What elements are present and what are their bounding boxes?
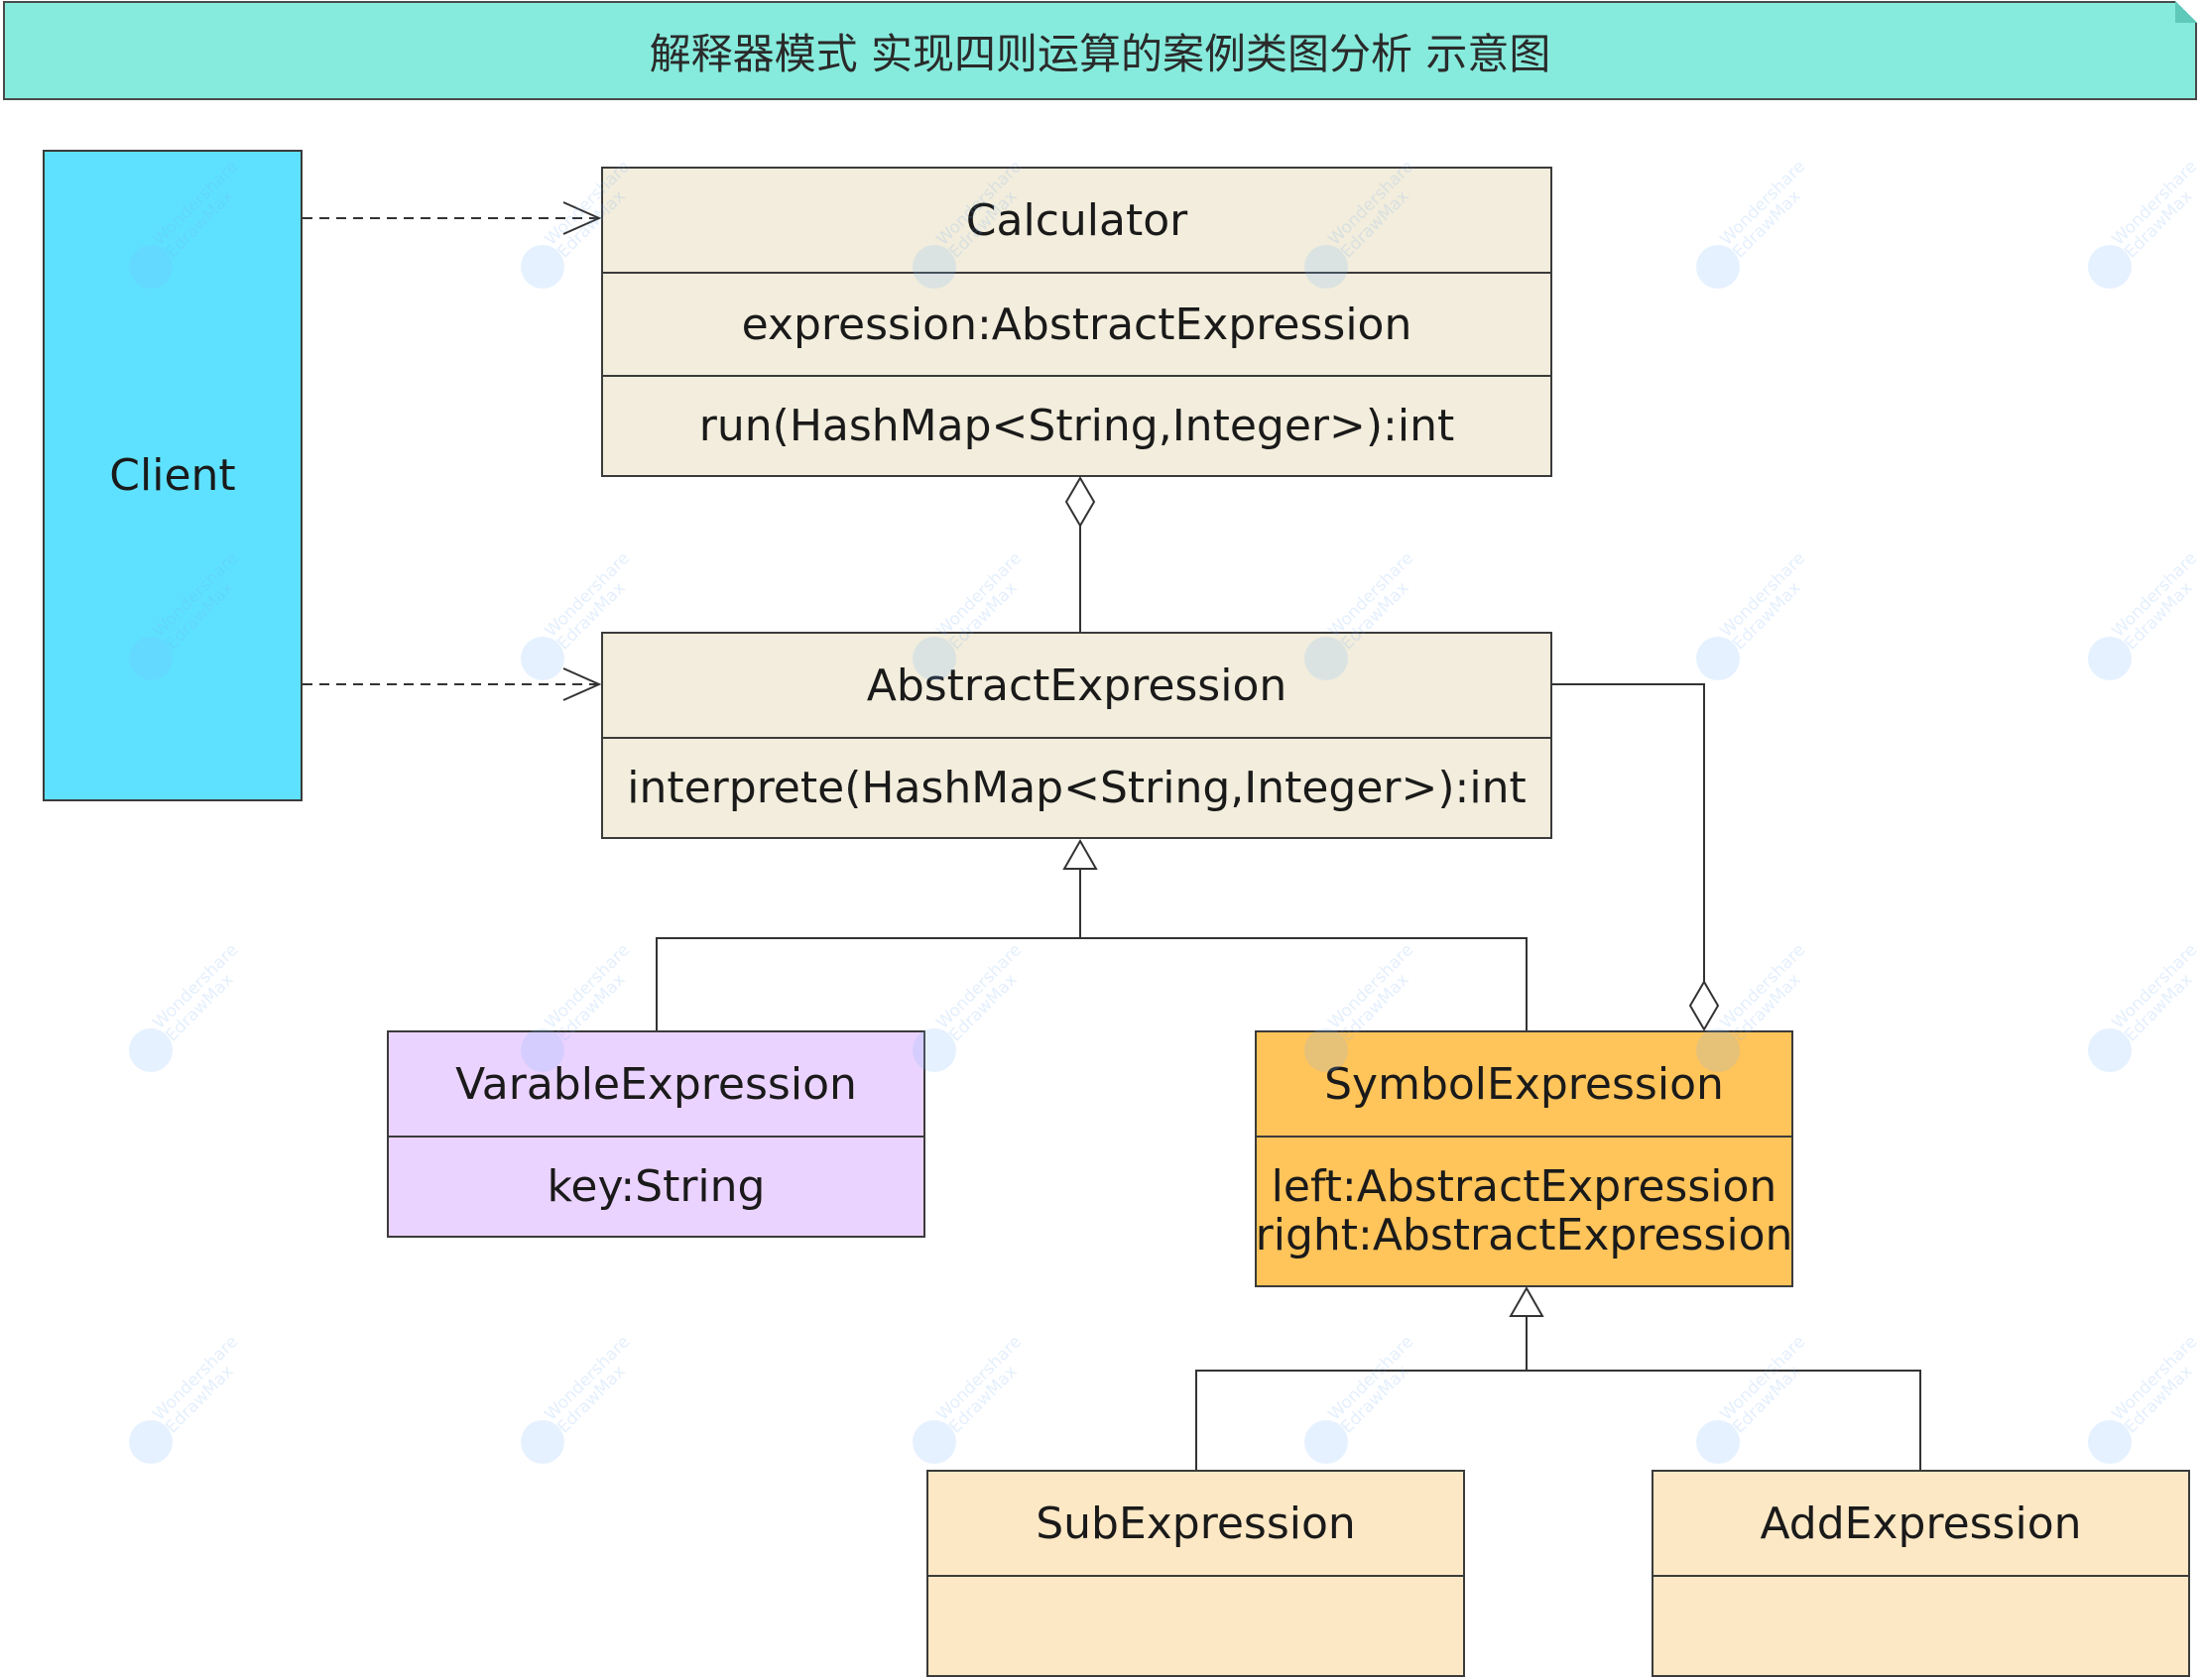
symbol-expression-attributes-compartment: left:AbstractExpression right:AbstractEx… bbox=[1255, 1136, 1793, 1285]
calculator-attribute: expression:AbstractExpression bbox=[741, 299, 1412, 350]
abstract-expression-name-compartment: AbstractExpression bbox=[603, 634, 1550, 737]
add-expression-name-compartment: AddExpression bbox=[1653, 1472, 2188, 1575]
aggregation-diamond-icon bbox=[1688, 980, 1720, 1031]
diagram-title: 解释器模式 实现四则运算的案例类图分析 示意图 bbox=[649, 29, 1551, 78]
abstract-expression-method: interprete(HashMap<String,Integer>):int bbox=[627, 763, 1527, 813]
class-client[interactable]: Client bbox=[43, 150, 303, 801]
symbol-expression-name-compartment: SymbolExpression bbox=[1257, 1032, 1791, 1136]
calculator-name-compartment: Calculator bbox=[603, 169, 1550, 272]
generalization-to-abstract-expression[interactable] bbox=[656, 838, 1528, 1030]
inheritance-triangle-icon bbox=[1062, 838, 1098, 870]
open-arrow-icon bbox=[562, 201, 602, 235]
abstract-expression-methods-compartment: interprete(HashMap<String,Integer>):int bbox=[603, 737, 1550, 837]
class-add-expression[interactable]: AddExpression bbox=[1652, 1470, 2190, 1677]
dependency-client-abstract-expression[interactable] bbox=[303, 667, 602, 701]
calculator-method: run(HashMap<String,Integer>):int bbox=[698, 401, 1455, 451]
banner-folded-corner bbox=[2175, 1, 2197, 23]
symbol-expression-attribute-right: right:AbstractExpression bbox=[1255, 1209, 1793, 1260]
inheritance-triangle-icon bbox=[1509, 1285, 1544, 1317]
sub-expression-name: SubExpression bbox=[1036, 1498, 1356, 1549]
class-calculator[interactable]: Calculator expression:AbstractExpression… bbox=[601, 167, 1552, 477]
class-abstract-expression[interactable]: AbstractExpression interprete(HashMap<St… bbox=[601, 632, 1552, 839]
generalization-to-symbol-expression[interactable] bbox=[1195, 1285, 1921, 1470]
class-symbol-expression[interactable]: SymbolExpression left:AbstractExpression… bbox=[1255, 1030, 1793, 1287]
symbol-expression-attribute-left: left:AbstractExpression bbox=[1271, 1161, 1777, 1213]
abstract-expression-name: AbstractExpression bbox=[866, 660, 1287, 711]
title-banner: 解释器模式 实现四则运算的案例类图分析 示意图 bbox=[3, 1, 2197, 100]
sub-expression-empty-compartment bbox=[928, 1575, 1463, 1675]
aggregation-calculator-abstract-expression[interactable] bbox=[1064, 476, 1096, 632]
add-expression-empty-compartment bbox=[1653, 1575, 2188, 1675]
class-varable-expression[interactable]: VarableExpression key:String bbox=[387, 1030, 925, 1238]
client-name: Client bbox=[109, 450, 236, 501]
calculator-methods-compartment: run(HashMap<String,Integer>):int bbox=[603, 375, 1550, 475]
varable-expression-name: VarableExpression bbox=[455, 1058, 857, 1110]
varable-expression-attribute: key:String bbox=[547, 1161, 766, 1212]
calculator-name: Calculator bbox=[965, 194, 1188, 246]
aggregation-symbol-expression-abstract-expression[interactable] bbox=[1552, 683, 1720, 1031]
varable-expression-attributes-compartment: key:String bbox=[389, 1136, 923, 1236]
class-sub-expression[interactable]: SubExpression bbox=[926, 1470, 1465, 1677]
sub-expression-name-compartment: SubExpression bbox=[928, 1472, 1463, 1575]
open-arrow-icon bbox=[562, 667, 602, 701]
symbol-expression-name: SymbolExpression bbox=[1324, 1058, 1724, 1110]
add-expression-name: AddExpression bbox=[1760, 1498, 2082, 1549]
dependency-client-calculator[interactable] bbox=[303, 201, 602, 235]
varable-expression-name-compartment: VarableExpression bbox=[389, 1032, 923, 1136]
calculator-attributes-compartment: expression:AbstractExpression bbox=[603, 272, 1550, 375]
aggregation-diamond-icon bbox=[1064, 476, 1096, 528]
